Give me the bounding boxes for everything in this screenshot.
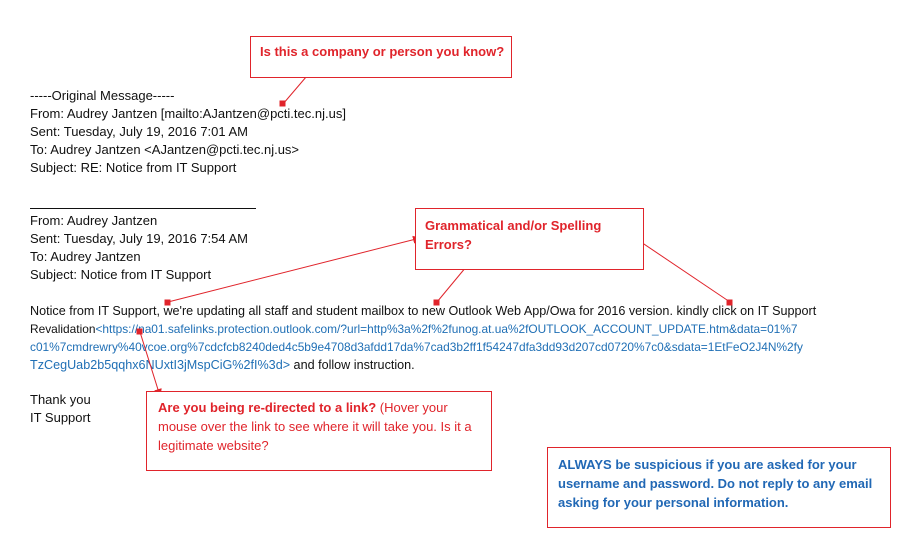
sent-line: Sent: Tuesday, July 19, 2016 7:54 AM [30, 231, 249, 246]
callout-suspicious: ALWAYS be suspicious if you are asked fo… [547, 447, 891, 528]
phishing-link-part-3[interactable]: TzCegUab2b5qqhx6NUxtI3jMspCiG%2fI%3d> [30, 358, 291, 372]
separator-rule [30, 208, 256, 209]
subject-line: Subject: Notice from IT Support [30, 267, 212, 282]
email-body-link-line-3: TzCegUab2b5qqhx6NUxtI3jMspCiG%2fI%3d> an… [30, 356, 415, 374]
subject-line-original: Subject: RE: Notice from IT Support [30, 160, 237, 175]
follow-instruction-text: and follow instruction. [290, 358, 415, 372]
callout-company: Is this a company or person you know? [250, 36, 512, 78]
sent-line-original: Sent: Tuesday, July 19, 2016 7:01 AM [30, 124, 249, 139]
email-body-line: Notice from IT Support, we're updating a… [30, 304, 817, 318]
signature-text: IT Support [30, 410, 91, 425]
callout-company-text: Is this a company or person you know? [260, 44, 505, 59]
callout-redirect: Are you being re-directed to a link? (Ho… [146, 391, 492, 471]
callout-grammar: Grammatical and/or Spelling Errors? [415, 208, 644, 270]
callout-grammar-text: Grammatical and/or Spelling Errors? [425, 218, 602, 252]
phishing-link-part-2[interactable]: c01%7cmdrewry%40vcoe.org%7cdcfcb8240ded4… [30, 340, 803, 354]
callout-suspicious-text: ALWAYS be suspicious if you are asked fo… [558, 457, 873, 510]
original-message-header: -----Original Message----- [30, 88, 175, 103]
email-body-link-line-1: Revalidation<https://na01.safelinks.prot… [30, 320, 797, 338]
callout-redirect-bold: Are you being re-directed to a link? [158, 400, 377, 415]
phishing-link-part-1[interactable]: <https://na01.safelinks.protection.outlo… [95, 322, 798, 336]
from-line-original: From: Audrey Jantzen [mailto:AJantzen@pc… [30, 106, 346, 121]
revalidation-text: Revalidation [30, 322, 96, 336]
callout-redirect-normal: (Hover your mouse over the link to see w… [158, 400, 472, 453]
arrow-grammar-right [631, 235, 731, 303]
to-line-original: To: Audrey Jantzen <AJantzen@pcti.tec.nj… [30, 142, 300, 157]
to-line: To: Audrey Jantzen [30, 249, 141, 264]
from-line: From: Audrey Jantzen [30, 213, 158, 228]
thank-you-text: Thank you [30, 392, 91, 407]
